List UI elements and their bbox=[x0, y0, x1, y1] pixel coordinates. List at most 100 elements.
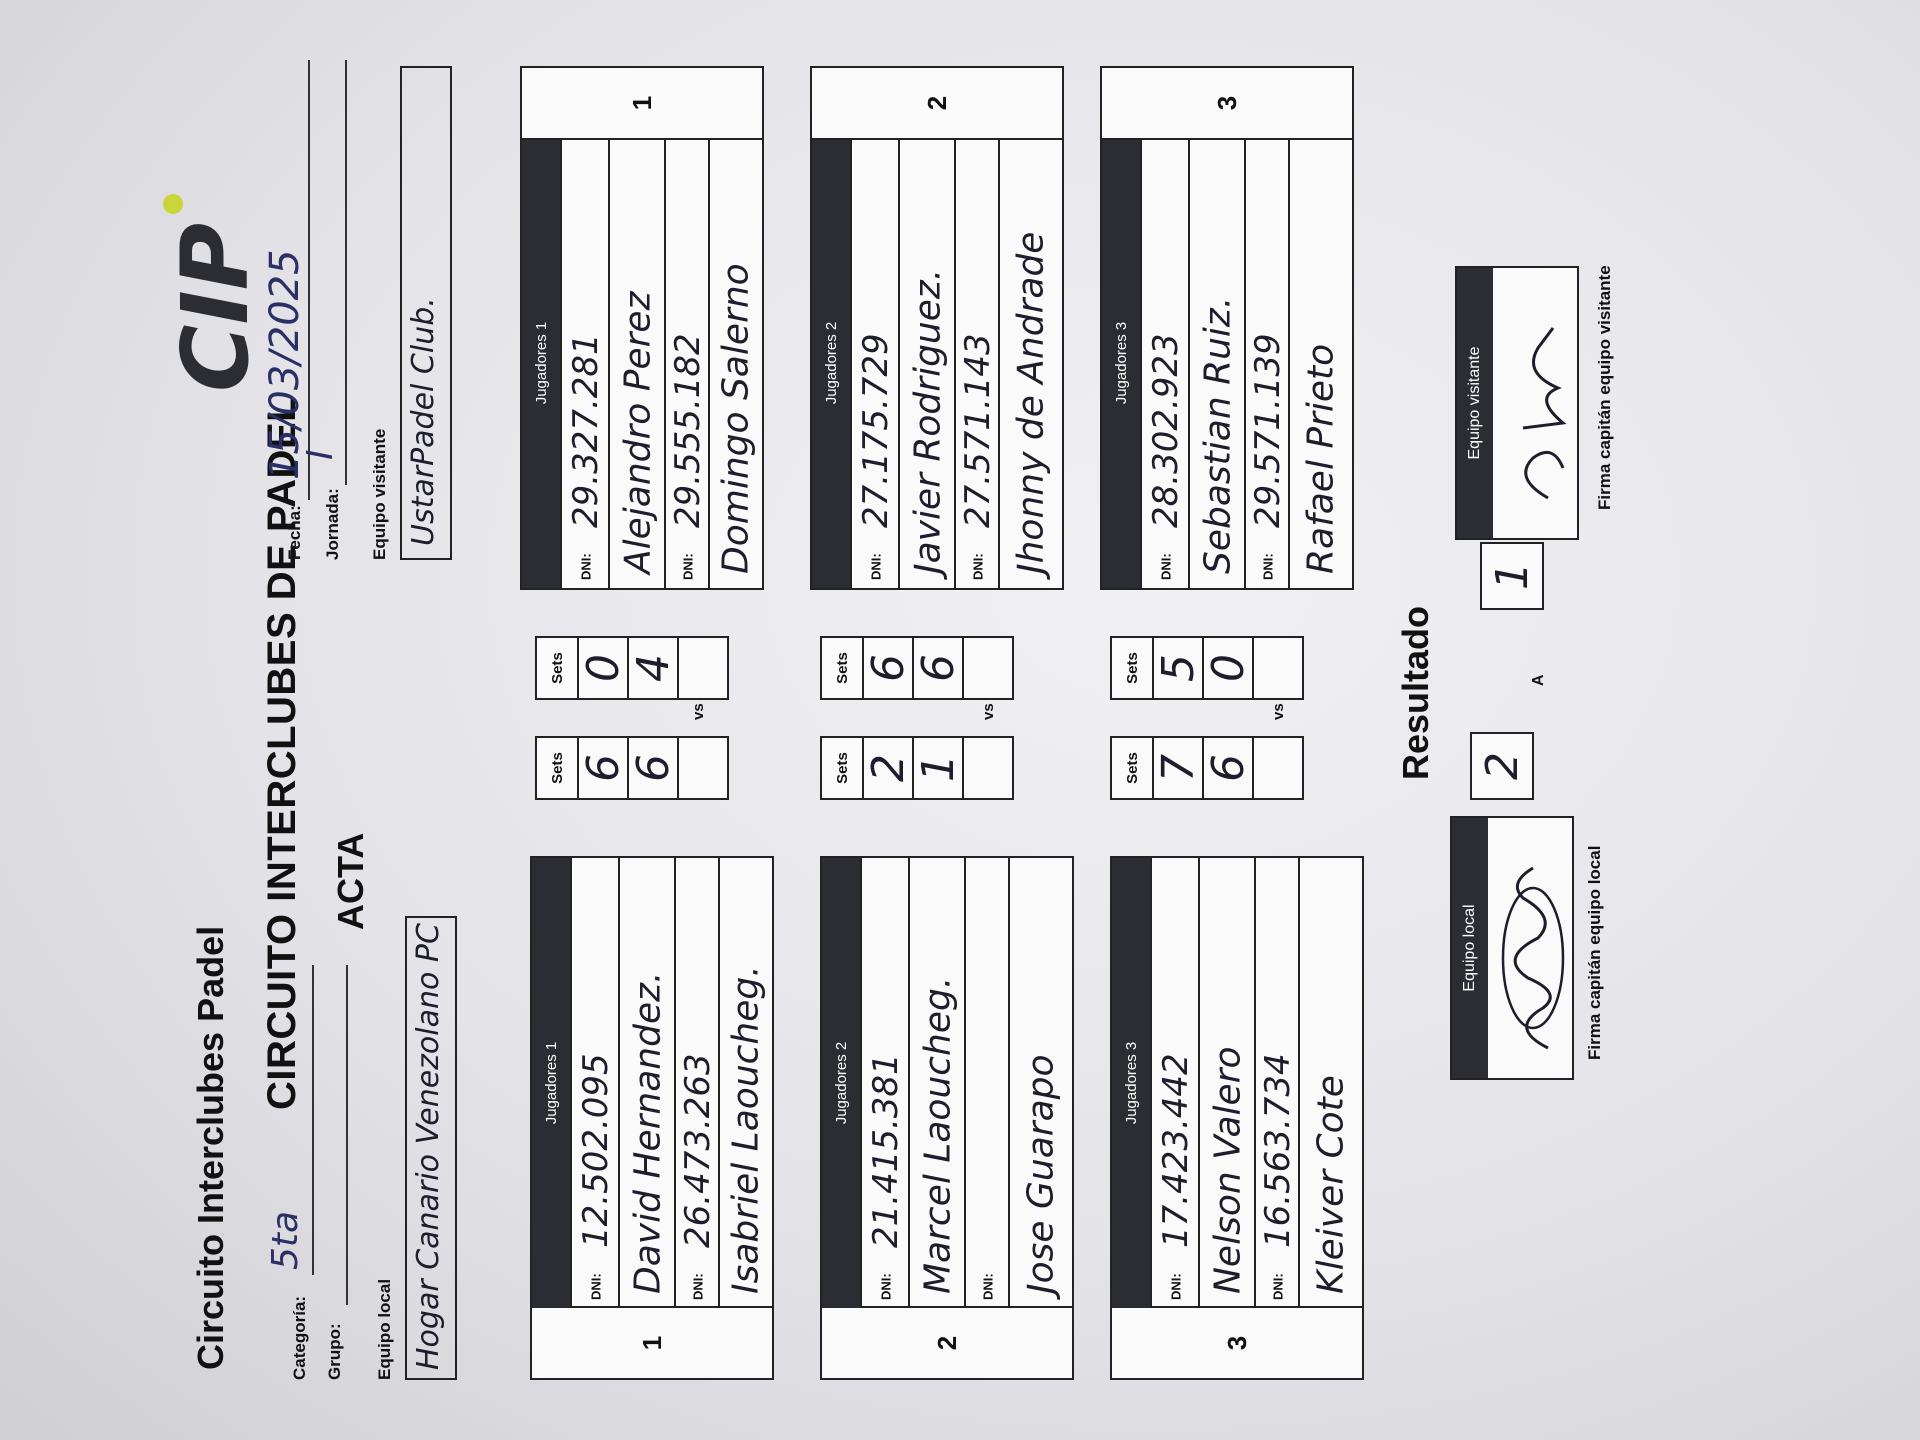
table-header: Jugadores 2 bbox=[812, 138, 850, 588]
visit-table-3: Jugadores 3 3 DNI: 28.302.923 Sebastian … bbox=[1100, 66, 1354, 590]
table-row: Domingo Salerno bbox=[708, 138, 762, 588]
dni-value: 21.415.381 bbox=[866, 1053, 906, 1248]
set-score: 0 bbox=[1202, 638, 1254, 698]
visit-signature bbox=[1522, 327, 1567, 500]
set-score: 4 bbox=[627, 638, 679, 698]
visit-signature-header: Equipo visitante bbox=[1457, 268, 1493, 538]
player-name: Isabriel Laoucheg. bbox=[725, 965, 767, 1294]
table-header: Jugadores 1 bbox=[532, 858, 570, 1308]
table-row: Marcel Laoucheg. bbox=[908, 858, 966, 1308]
local-table-1: 1 Jugadores 1 DNI: 12.502.095 David Hern… bbox=[530, 856, 774, 1380]
dni-value: 29.555.182 bbox=[668, 333, 708, 528]
table-row: DNI: 29.555.182 bbox=[664, 138, 710, 588]
visit-signature-caption: Firma capitán equipo visitante bbox=[1595, 265, 1614, 510]
set-score bbox=[962, 738, 1012, 798]
local-sets-1: Sets 6 6 bbox=[535, 736, 729, 800]
table-row: DNI: 12.502.095 bbox=[570, 858, 620, 1308]
visit-sets-3: Sets 5 0 bbox=[1110, 636, 1304, 700]
match-number: 1 bbox=[532, 1306, 772, 1378]
logo-text: CIP bbox=[162, 223, 265, 392]
match-number: 1 bbox=[522, 68, 762, 140]
local-signature-box: Equipo local bbox=[1450, 816, 1574, 1080]
set-score bbox=[962, 638, 1012, 698]
table-row: DNI: 28.302.923 bbox=[1140, 138, 1190, 588]
local-table-3: 3 Jugadores 3 DNI: 17.423.442 Nelson Val… bbox=[1110, 856, 1364, 1380]
table-row: Sebastian Ruiz. bbox=[1188, 138, 1246, 588]
table-row: DNI: 27.571.143 bbox=[954, 138, 1000, 588]
table-row: Alejandro Perez bbox=[608, 138, 666, 588]
fecha-label: Fecha: bbox=[285, 505, 304, 560]
set-score: 7 bbox=[1152, 738, 1204, 798]
local-sets-3: Sets 7 6 bbox=[1110, 736, 1304, 800]
cip-logo: CIP bbox=[155, 190, 269, 400]
vs-label: vs bbox=[690, 703, 707, 720]
player-name: Sebastian Ruiz. bbox=[1197, 296, 1239, 574]
jornada-value: I bbox=[300, 449, 341, 460]
table-row: Jose Guarapo bbox=[1008, 858, 1072, 1308]
set-score: 6 bbox=[1202, 738, 1254, 798]
player-name: Jhonny de Andrade bbox=[1010, 231, 1052, 574]
table-row: Rafael Prieto bbox=[1288, 138, 1352, 588]
equipo-local-label: Equipo local bbox=[375, 1278, 394, 1380]
player-name: Rafael Prieto bbox=[1300, 343, 1342, 574]
local-table-2: 2 Jugadores 2 DNI: 21.415.381 Marcel Lao… bbox=[820, 856, 1074, 1380]
table-header: Jugadores 1 bbox=[522, 138, 560, 588]
vs-label: vs bbox=[980, 703, 997, 720]
set-score bbox=[1252, 738, 1302, 798]
set-score: 0 bbox=[577, 638, 629, 698]
table-row: DNI: 26.473.263 bbox=[674, 858, 720, 1308]
match-number: 3 bbox=[1112, 1306, 1362, 1378]
visit-sets-2: Sets 6 6 bbox=[820, 636, 1014, 700]
match-number: 2 bbox=[812, 68, 1062, 140]
set-score: 2 bbox=[862, 738, 914, 798]
set-score: 1 bbox=[912, 738, 964, 798]
equipo-visitante-box: UstarPadel Club. bbox=[400, 66, 452, 560]
player-name: Kleiver Cote bbox=[1310, 1075, 1352, 1294]
dni-value: 26.473.263 bbox=[678, 1053, 718, 1248]
table-row: Jhonny de Andrade bbox=[998, 138, 1062, 588]
local-signature-caption: Firma capitán equipo local bbox=[1585, 845, 1604, 1060]
set-score bbox=[677, 738, 727, 798]
table-header: Jugadores 2 bbox=[822, 858, 860, 1308]
visit-table-1: Jugadores 1 1 DNI: 29.327.281 Alejandro … bbox=[520, 66, 764, 590]
table-row: DNI: 29.571.139 bbox=[1244, 138, 1290, 588]
local-score: 2 bbox=[1470, 732, 1534, 800]
table-row: DNI: bbox=[964, 858, 1010, 1308]
dni-value: 27.571.143 bbox=[958, 333, 998, 528]
match-number: 2 bbox=[822, 1306, 1072, 1378]
player-name: Domingo Salerno bbox=[715, 263, 757, 574]
player-name: Marcel Laoucheg. bbox=[917, 976, 959, 1294]
vs-label: vs bbox=[1270, 703, 1287, 720]
categoria-value: 5ta bbox=[265, 1210, 306, 1270]
player-name: Jose Guarapo bbox=[1020, 1054, 1062, 1294]
table-row: Javier Rodriguez. bbox=[898, 138, 956, 588]
player-name: Javier Rodriguez. bbox=[907, 268, 949, 574]
set-score bbox=[677, 638, 727, 698]
set-score: 6 bbox=[862, 638, 914, 698]
match-number: 3 bbox=[1102, 68, 1352, 140]
table-row: David Hernandez. bbox=[618, 858, 676, 1308]
ball-icon bbox=[163, 194, 183, 214]
table-row: Kleiver Cote bbox=[1298, 858, 1362, 1308]
set-score: 5 bbox=[1152, 638, 1204, 698]
circuit-title: Circuito Interclubes Padel bbox=[190, 925, 231, 1370]
categoria-label: Categoría: bbox=[290, 1295, 309, 1380]
set-score: 6 bbox=[627, 738, 679, 798]
equipo-local-value: Hogar Canario Venezolano PC bbox=[411, 923, 446, 1370]
grupo-label: Grupo: bbox=[325, 1323, 344, 1380]
table-row: DNI: 27.175.729 bbox=[850, 138, 900, 588]
set-score: 6 bbox=[577, 738, 629, 798]
set-score: 6 bbox=[912, 638, 964, 698]
table-row: DNI: 21.415.381 bbox=[860, 858, 910, 1308]
player-name: Alejandro Perez bbox=[617, 291, 659, 574]
dni-value: 29.571.139 bbox=[1248, 333, 1288, 528]
set-score bbox=[1252, 638, 1302, 698]
visit-signature-box: Equipo visitante bbox=[1455, 266, 1579, 540]
table-row: DNI: 17.423.442 bbox=[1150, 858, 1200, 1308]
player-name: Nelson Valero bbox=[1207, 1046, 1249, 1294]
table-row: DNI: 16.563.734 bbox=[1254, 858, 1300, 1308]
local-sets-2: Sets 2 1 bbox=[820, 736, 1014, 800]
table-header: Jugadores 3 bbox=[1112, 858, 1150, 1308]
equipo-local-box: Hogar Canario Venezolano PC bbox=[405, 916, 457, 1380]
